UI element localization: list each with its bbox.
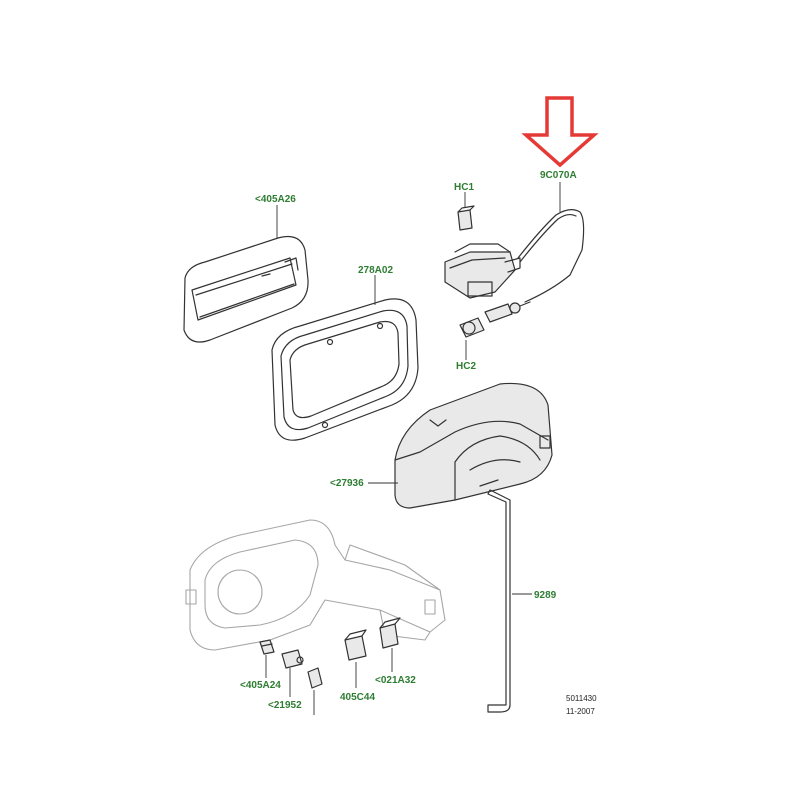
switch-405c44 xyxy=(344,629,367,661)
fuel-door-panel xyxy=(183,235,309,343)
callout-278a02: 278A02 xyxy=(358,265,393,276)
body-bracket-ghost xyxy=(185,519,446,651)
figure-date: 11-2007 xyxy=(566,707,595,716)
release-cable xyxy=(517,209,585,303)
callout-021a32: <021A32 xyxy=(375,675,416,686)
plug-hc2 xyxy=(459,317,485,338)
highlight-arrow xyxy=(521,96,599,168)
fastener-405a24 xyxy=(259,639,275,655)
bracket-clip xyxy=(307,667,323,689)
callout-21952: <21952 xyxy=(268,700,302,711)
callout-27936: <27936 xyxy=(330,478,364,489)
fuel-door-seal xyxy=(271,298,419,441)
drain-tube xyxy=(487,489,511,713)
bracket-021a32 xyxy=(379,617,401,649)
fuel-filler-housing xyxy=(394,382,553,509)
connector-21952 xyxy=(281,649,304,669)
cable-end-fitting xyxy=(484,301,531,323)
callout-405c44: 405C44 xyxy=(340,692,375,703)
release-actuator xyxy=(444,243,521,299)
clip-hc1 xyxy=(457,205,475,231)
callout-hc2: HC2 xyxy=(456,361,476,372)
callout-405a26: <405A26 xyxy=(255,194,296,205)
callout-9c070a: 9C070A xyxy=(540,170,577,181)
callout-9289: 9289 xyxy=(534,590,557,601)
callout-405a24: <405A24 xyxy=(240,680,281,691)
figure-number: 5011430 xyxy=(566,694,597,703)
callout-hc1: HC1 xyxy=(454,182,474,193)
